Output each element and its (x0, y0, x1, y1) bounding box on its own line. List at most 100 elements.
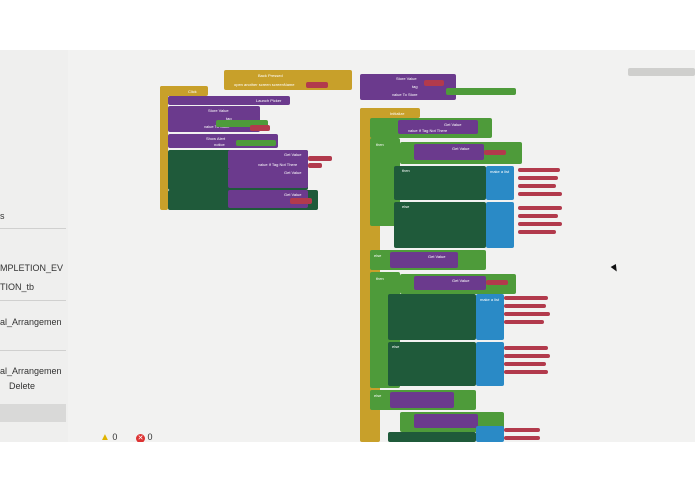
mouse-cursor-icon (610, 263, 620, 274)
make-a-list-block[interactable] (476, 426, 504, 442)
launch-picker-label: Launch Picker (256, 98, 282, 103)
text-block[interactable] (306, 82, 328, 88)
divider (0, 350, 66, 351)
list-item-block[interactable] (504, 362, 546, 366)
back-pressed-label: Back Pressed (258, 73, 283, 78)
list-item-block[interactable] (504, 346, 548, 350)
get-value-label: Get Value (452, 146, 470, 151)
divider (0, 228, 66, 229)
list-item-block[interactable] (504, 304, 546, 308)
list-item-block[interactable] (518, 168, 560, 172)
error-count: 0 (147, 432, 153, 442)
text-block[interactable] (290, 198, 312, 204)
get-value-block[interactable]: Get Value (414, 276, 486, 290)
else-label: else (374, 393, 382, 398)
errors-indicator[interactable]: ✕ 0 (136, 432, 153, 442)
get-value-label: Get Value (284, 170, 302, 175)
get-value-block[interactable]: Get Value value If Tag Not There (398, 120, 478, 134)
then-label: then (376, 276, 384, 281)
set-list-block[interactable]: else (388, 342, 476, 386)
initialize-label: Initialize (390, 111, 405, 116)
list-item-block[interactable] (504, 370, 548, 374)
component-item[interactable]: al_Arrangemen (0, 366, 62, 376)
initialize-header[interactable]: Initialize (360, 108, 420, 118)
list-item-block[interactable] (504, 354, 550, 358)
list-item-block[interactable] (504, 436, 540, 440)
make-list-label: make a list (480, 297, 500, 302)
text-block[interactable] (484, 150, 506, 155)
get-value-block[interactable]: Get Value (228, 190, 308, 208)
make-a-list-block[interactable] (486, 202, 514, 248)
notice-label: notice (214, 142, 225, 147)
set-list-block[interactable]: then (394, 166, 486, 200)
text-block[interactable] (486, 280, 508, 285)
component-item[interactable]: MPLETION_EV (0, 263, 64, 273)
make-list-label: make a list (490, 169, 510, 174)
list-item-block[interactable] (518, 176, 558, 180)
value-if-tag-label: value If Tag Not There (258, 162, 298, 167)
list-item-block[interactable] (518, 184, 556, 188)
component-item[interactable]: al_Arrangemen (0, 317, 62, 327)
blocks-workspace[interactable]: Back Pressed open another screen screenN… (68, 50, 695, 442)
text-block[interactable] (250, 125, 270, 131)
get-value-label: Get Value (444, 122, 462, 127)
store-value-block[interactable]: Store Value tag value To Store (168, 106, 260, 132)
text-block[interactable] (308, 163, 322, 168)
list-item-block[interactable] (504, 320, 544, 324)
component-item[interactable]: s (0, 211, 5, 221)
set-list-block[interactable] (388, 294, 476, 340)
open-screen-label: open another screen screenName (234, 82, 295, 87)
get-value-label: Get Value (284, 152, 302, 157)
tag-label: tag (226, 116, 232, 121)
text-block[interactable] (308, 156, 332, 161)
make-a-list-block[interactable]: make a list (476, 294, 504, 340)
back-pressed-event-block[interactable]: Back Pressed open another screen screenN… (224, 70, 352, 90)
list-item-block[interactable] (518, 230, 556, 234)
value-block[interactable] (446, 88, 516, 95)
value-block[interactable] (216, 120, 268, 127)
click-event-header[interactable]: Click (160, 86, 208, 96)
else-label: else (402, 204, 410, 209)
tag-label: tag (412, 84, 418, 89)
warning-count: 0 (112, 432, 118, 442)
text-block[interactable] (236, 140, 276, 146)
then-label: then (402, 168, 410, 173)
delete-button[interactable]: Delete (9, 381, 36, 391)
make-a-list-block[interactable] (476, 342, 504, 386)
get-value-block[interactable] (390, 392, 454, 408)
launch-picker-block[interactable]: Launch Picker (168, 96, 290, 105)
get-value-block[interactable]: Get Value (390, 252, 458, 268)
monitor-screen: s MPLETION_EV TION_tb al_Arrangemen al_A… (0, 50, 695, 442)
list-item-block[interactable] (518, 206, 562, 210)
else-label: else (392, 344, 400, 349)
get-value-block[interactable]: Get Value (228, 168, 308, 188)
click-event-block[interactable] (160, 86, 168, 210)
set-list-block[interactable]: else (394, 202, 486, 248)
get-value-block[interactable] (414, 414, 478, 428)
component-item[interactable]: TION_tb (0, 282, 35, 292)
get-value-block[interactable]: Get Value (414, 144, 484, 160)
list-item-block[interactable] (518, 222, 562, 226)
value-if-tag-label: value If Tag Not There (408, 128, 448, 133)
warnings-indicator[interactable]: ▲ 0 (100, 432, 117, 442)
get-value-label: Get Value (428, 254, 446, 259)
list-item-block[interactable] (504, 428, 540, 432)
list-item-block[interactable] (504, 312, 550, 316)
get-value-label: Get Value (284, 192, 302, 197)
click-label: Click (188, 89, 197, 94)
get-value-label: Get Value (452, 278, 470, 283)
store-value-label: Store Value (396, 76, 417, 81)
scrollbar[interactable] (0, 404, 66, 422)
list-item-block[interactable] (504, 296, 548, 300)
set-list-block[interactable] (388, 432, 476, 442)
store-value-block[interactable]: Store Value tag value To Store (360, 74, 456, 100)
toolbar-bar (628, 68, 695, 76)
then-label: then (376, 142, 384, 147)
get-value-block[interactable]: Get Value value If Tag Not There (228, 150, 308, 170)
components-panel: s MPLETION_EV TION_tb al_Arrangemen al_A… (0, 50, 69, 442)
list-item-block[interactable] (518, 192, 562, 196)
text-block[interactable] (424, 80, 444, 86)
make-a-list-block[interactable]: make a list (486, 166, 514, 200)
list-item-block[interactable] (518, 214, 558, 218)
bottom-bezel (0, 442, 695, 494)
